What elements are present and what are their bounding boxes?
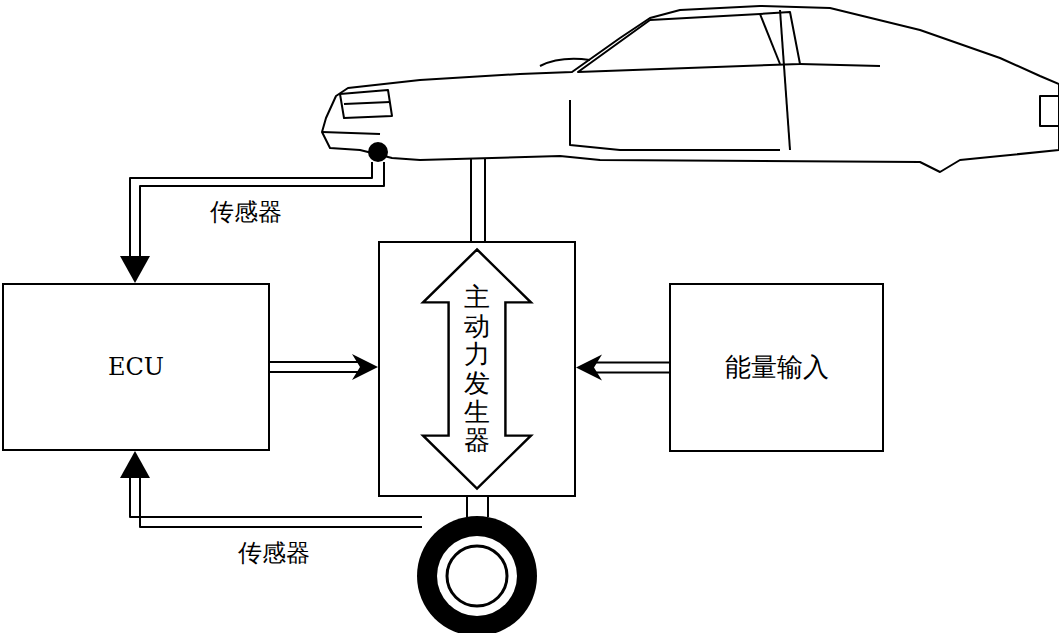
- node-text: ECU: [108, 353, 164, 381]
- arrow-head: [120, 451, 150, 478]
- signal-arrow: [576, 355, 669, 381]
- control-box: ECU: [2, 283, 270, 451]
- energy-box: 能量输入: [669, 283, 884, 452]
- sensor-label: 传感器: [236, 537, 312, 569]
- arrow-head: [120, 256, 150, 283]
- wheel: [417, 516, 537, 633]
- node-text: 能量输入: [725, 350, 829, 385]
- car-outline: [322, 6, 1059, 172]
- sensor-label: 传感器: [208, 196, 284, 228]
- signal-arrow: [270, 354, 378, 380]
- node-text: 主动力发生器: [464, 283, 490, 455]
- actuator-box: 主动力发生器: [378, 241, 576, 497]
